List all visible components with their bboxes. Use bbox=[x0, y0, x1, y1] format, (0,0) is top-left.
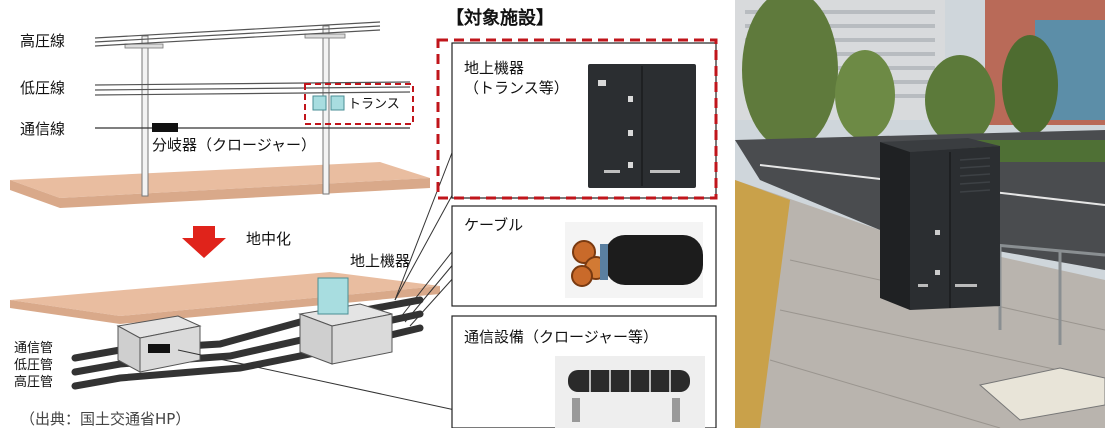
telecom-line-label: 通信線 bbox=[20, 120, 66, 138]
source-note: （出典：国土交通省HP） bbox=[20, 410, 191, 428]
ground-equipment-photo bbox=[582, 58, 702, 194]
undergrounding-label: 地中化 bbox=[246, 230, 292, 248]
overhead-ground-plane bbox=[10, 162, 430, 208]
high-voltage-wires bbox=[94, 21, 381, 47]
facility-label-cable: ケーブル bbox=[464, 216, 524, 234]
cable-photo bbox=[565, 222, 703, 298]
low-voltage-line-label: 低圧線 bbox=[20, 79, 66, 97]
transformer-label: トランス bbox=[348, 97, 400, 112]
branch-device-label: 分岐器（クロージャー） bbox=[152, 136, 316, 154]
branch-closure bbox=[152, 123, 178, 132]
facility-label-ground-equipment: 地上機器 （トランス等） bbox=[464, 59, 569, 98]
leader-lines bbox=[177, 144, 456, 411]
utility-pole-left bbox=[124, 35, 164, 197]
telecom-pipe-label: 通信管 bbox=[14, 341, 54, 356]
high-voltage-pipe-label: 高圧管 bbox=[14, 375, 54, 390]
low-voltage-wires bbox=[94, 81, 411, 96]
facility-label-telecom: 通信設備（クロージャー等） bbox=[464, 328, 658, 346]
underground-transformer-vault bbox=[298, 277, 393, 365]
undergrounding-arrow bbox=[182, 226, 226, 258]
underground-closure-box bbox=[116, 315, 202, 373]
telecom-closure-photo bbox=[555, 356, 705, 428]
high-voltage-line-label: 高圧線 bbox=[20, 32, 66, 50]
ground-equipment-highlight-box bbox=[436, 38, 718, 200]
transformer-highlight-box bbox=[304, 83, 414, 125]
ground-equipment-label: 地上機器 bbox=[350, 252, 411, 270]
street-photo bbox=[735, 0, 1105, 428]
pole-transformers bbox=[312, 95, 345, 111]
low-voltage-pipe-label: 低圧管 bbox=[14, 358, 54, 373]
target-facilities-heading: 【対象施設】 bbox=[446, 8, 554, 29]
